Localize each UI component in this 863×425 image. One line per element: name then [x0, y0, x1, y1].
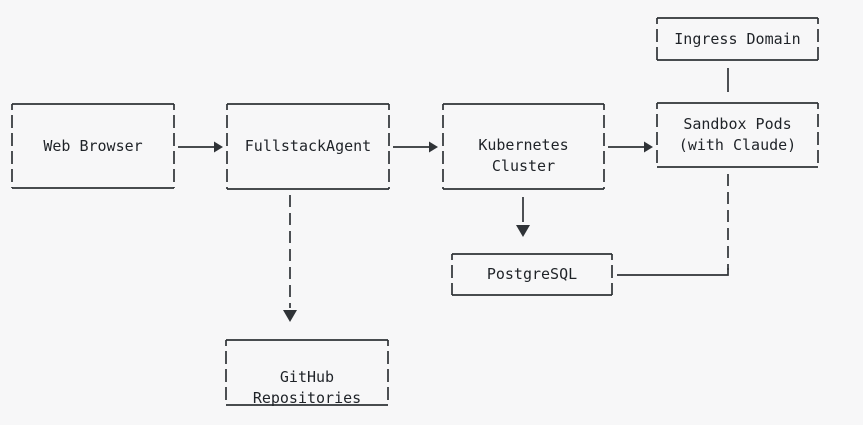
- edge-fullstackagent-to-kubernetes: [393, 141, 438, 153]
- fullstack-agent-node: FullstackAgent: [227, 104, 389, 189]
- web-browser-label: Web Browser: [43, 136, 143, 155]
- kubernetes-cluster-box: [442, 103, 605, 190]
- github-repositories-label-line2: Repositories: [252, 389, 362, 407]
- github-repositories-label-line1: GitHub: [279, 368, 335, 386]
- fullstack-agent-box: [226, 103, 390, 190]
- edge-webbrowser-to-fullstackagent: [178, 141, 223, 153]
- kubernetes-cluster-label-line1: Kubernetes: [478, 136, 569, 154]
- edge-fullstackagent-to-github: [283, 195, 297, 322]
- fullstack-agent-label: FullstackAgent: [244, 137, 372, 155]
- sandbox-pods-label-line2: (with Claude): [678, 136, 797, 154]
- sandbox-pods-label-line1: Sandbox Pods: [683, 115, 792, 133]
- edge-kubernetes-to-postgresql: [516, 197, 530, 237]
- ingress-domain-label: Ingress Domain: [674, 29, 801, 48]
- kubernetes-cluster-node: Kubernetes Cluster: [443, 135, 604, 189]
- sandbox-pods-box: [656, 102, 819, 168]
- sandbox-pods-node: Sandbox Pods (with Claude): [657, 114, 818, 167]
- github-repositories-node: GitHub Repositories: [226, 367, 388, 407]
- postgresql-label: PostgreSQL: [486, 265, 578, 283]
- kubernetes-cluster-label-line2: Cluster: [491, 157, 556, 175]
- web-browser-node: Web Browser: [12, 104, 174, 188]
- edge-kubernetes-to-sandboxpods: [608, 141, 653, 153]
- edge-sandboxpods-to-postgresql: [617, 174, 729, 276]
- ingress-domain-node: Ingress Domain: [657, 18, 818, 60]
- github-repositories-box: [225, 339, 389, 406]
- postgresql-node: PostgreSQL: [452, 254, 612, 295]
- web-browser-box: [11, 103, 175, 189]
- postgresql-box: [451, 253, 613, 296]
- ingress-domain-box: [656, 17, 819, 61]
